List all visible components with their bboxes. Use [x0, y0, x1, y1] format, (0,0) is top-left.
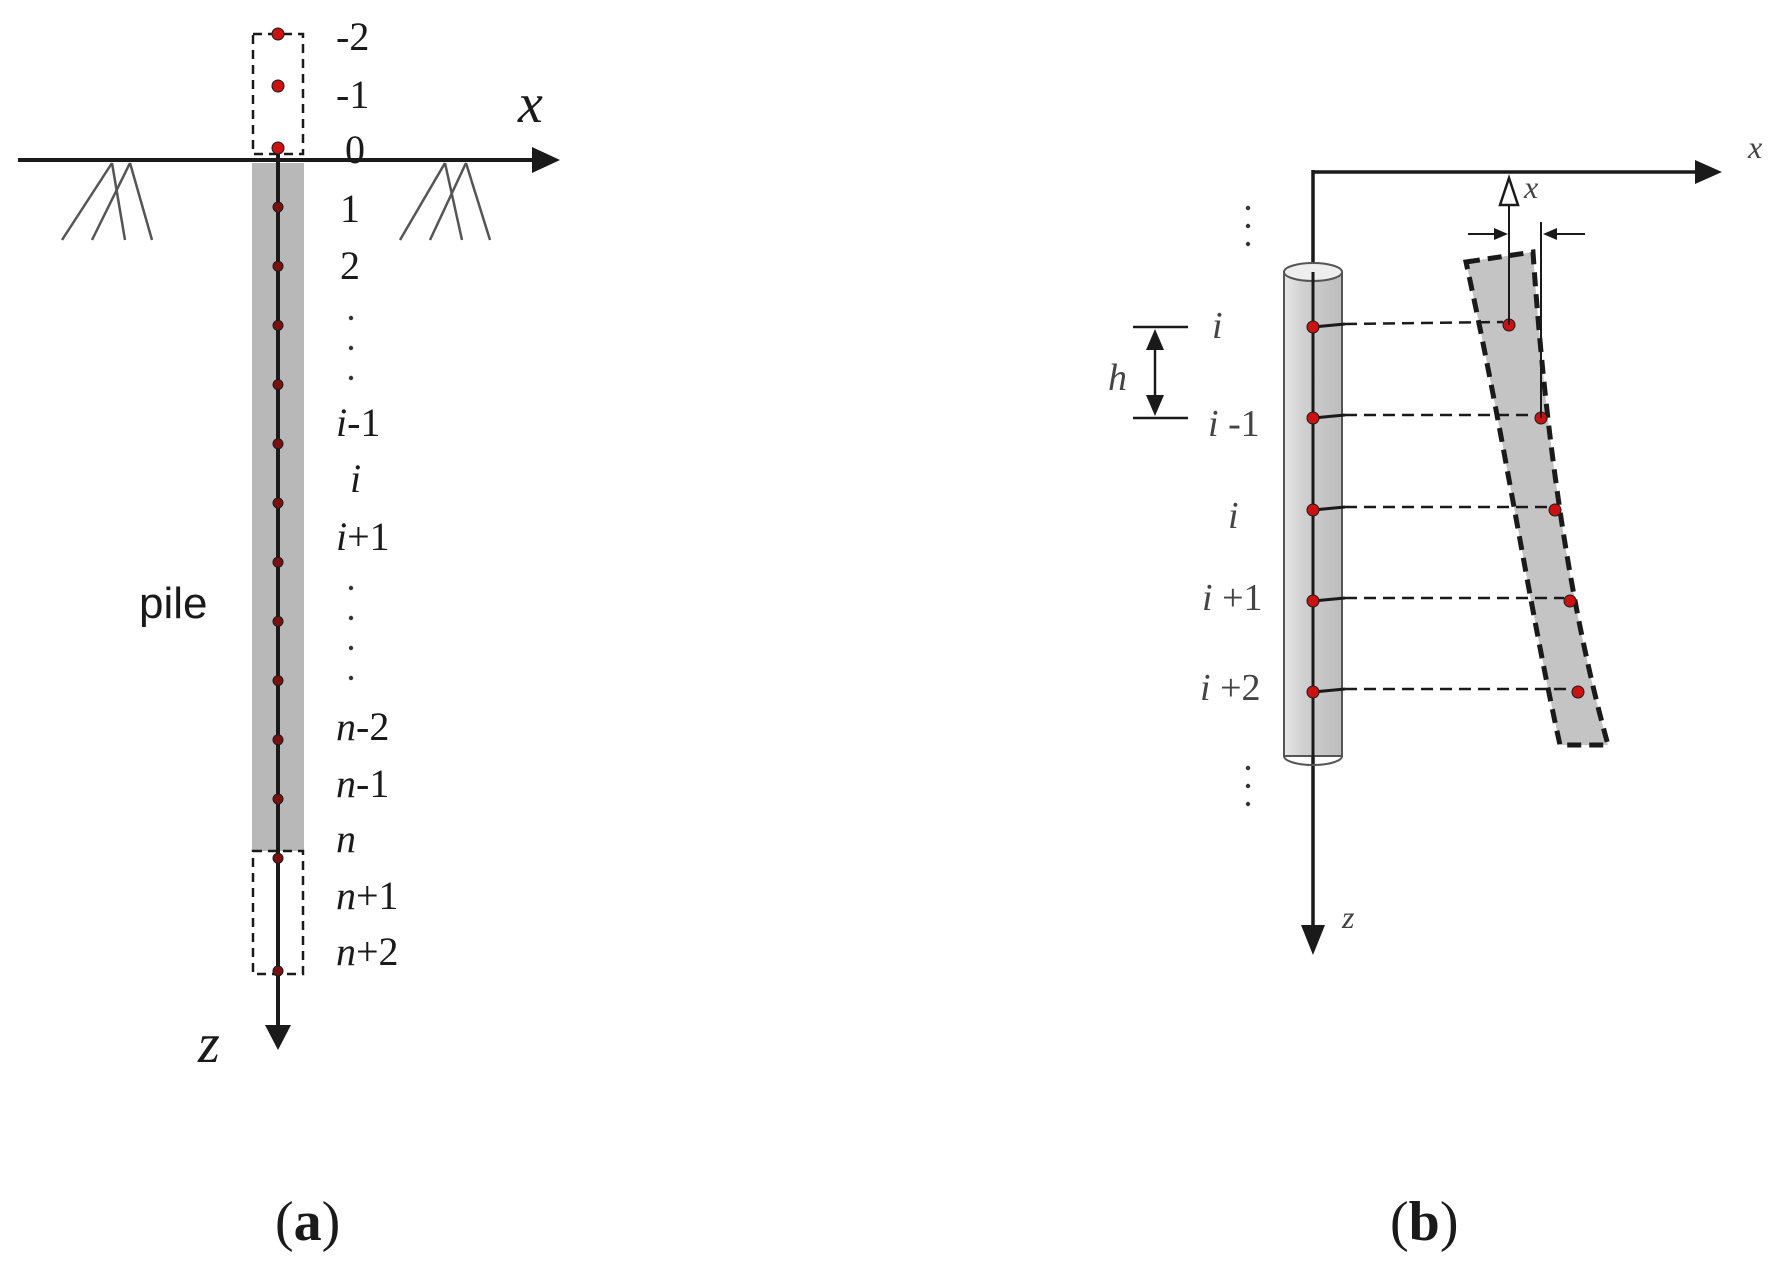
node-label: i-1 — [336, 400, 380, 445]
displacement-label: x — [1523, 169, 1538, 205]
pile-node — [272, 793, 284, 805]
node-label: i +1 — [1202, 577, 1263, 619]
pile-node — [1306, 685, 1320, 699]
panel-a: x z pile -2 -1 0 1 2 i-1 i i+1 n-2 n-1 n n+1 n+2 (a) — [18, 14, 560, 1253]
x-axis-label-b: x — [1747, 129, 1762, 165]
pile-node — [272, 556, 284, 568]
panel-a-node-labels: -2 -1 0 1 2 i-1 i i+1 n-2 n-1 n n+1 n+2 — [336, 14, 399, 974]
node-label: 0 — [345, 127, 365, 172]
panel-b-ellipsis-bottom — [1245, 765, 1251, 807]
pile-node — [1306, 594, 1320, 608]
node-label: i +2 — [1200, 667, 1261, 709]
hollow-arrow-up — [1498, 174, 1520, 207]
node-label: n-1 — [336, 761, 389, 806]
panel-b: x h i i -1 i i +1 i +2 x z (b) — [1108, 129, 1762, 1253]
z-axis-arrowhead-b — [1301, 925, 1325, 955]
deflected-node — [1571, 685, 1585, 699]
panel-a-ellipsis-upper — [348, 315, 354, 381]
pile-node — [1306, 320, 1320, 334]
node-label: i — [350, 456, 361, 501]
pile-node — [1306, 411, 1320, 425]
dim-arrow-left — [1494, 228, 1508, 240]
x-axis-label-a: x — [517, 73, 543, 135]
pile-label: pile — [139, 579, 208, 628]
z-axis-label-a: z — [197, 1013, 220, 1075]
panel-b-ellipsis-top — [1245, 205, 1251, 247]
spacing-arrow-down — [1146, 395, 1164, 416]
deflected-node — [1563, 594, 1577, 608]
pile-node — [272, 675, 284, 687]
caption-b: (b) — [1390, 1191, 1458, 1253]
node-label: 2 — [340, 243, 360, 288]
pile-node — [272, 497, 284, 509]
pile-node — [1306, 503, 1320, 517]
soil-hatching-left — [60, 162, 154, 241]
spacing-label: h — [1108, 357, 1127, 399]
soil-hatching-right — [398, 162, 492, 241]
pile-node — [271, 141, 285, 155]
virtual-nodes-top-box — [251, 32, 305, 156]
pile-node — [272, 201, 284, 213]
spacing-dimension — [1133, 325, 1188, 420]
node-label: n-2 — [336, 704, 389, 749]
panel-b-node-labels: i i -1 i i +1 i +2 — [1200, 305, 1263, 709]
pile-node — [272, 852, 284, 864]
pile-node — [272, 319, 284, 331]
node-label: -1 — [336, 72, 369, 117]
x-axis-arrowhead — [532, 147, 560, 173]
node-label: i — [1212, 305, 1223, 347]
node-label: i -1 — [1208, 403, 1260, 445]
node-label: n+1 — [336, 873, 399, 918]
z-axis-label-b: z — [1341, 899, 1355, 935]
node-label: -2 — [336, 14, 369, 59]
caption-a: (a) — [275, 1191, 340, 1253]
node-label: i — [1228, 495, 1239, 537]
pile-node — [271, 79, 285, 93]
pile-node — [272, 734, 284, 746]
panel-a-nodes — [271, 27, 285, 977]
deflected-node — [1548, 503, 1562, 517]
x-axis-arrowhead-b — [1695, 160, 1722, 184]
node-label: n — [336, 816, 356, 861]
deflected-pile — [1462, 249, 1612, 748]
pile-node — [271, 27, 285, 41]
node-label: n+2 — [336, 929, 399, 974]
z-axis-arrowhead-a — [265, 1025, 291, 1050]
pile-node — [272, 379, 284, 391]
pile-node — [272, 965, 284, 977]
pile-node — [272, 615, 284, 627]
dim-arrow-right — [1543, 228, 1557, 240]
pile-node — [272, 260, 284, 272]
panel-a-ellipsis-lower — [348, 585, 354, 681]
spacing-arrow-up — [1146, 329, 1164, 350]
node-link-dashed — [1344, 320, 1504, 326]
node-label: i+1 — [336, 514, 390, 559]
node-label: 1 — [340, 186, 360, 231]
pile-node — [272, 438, 284, 450]
